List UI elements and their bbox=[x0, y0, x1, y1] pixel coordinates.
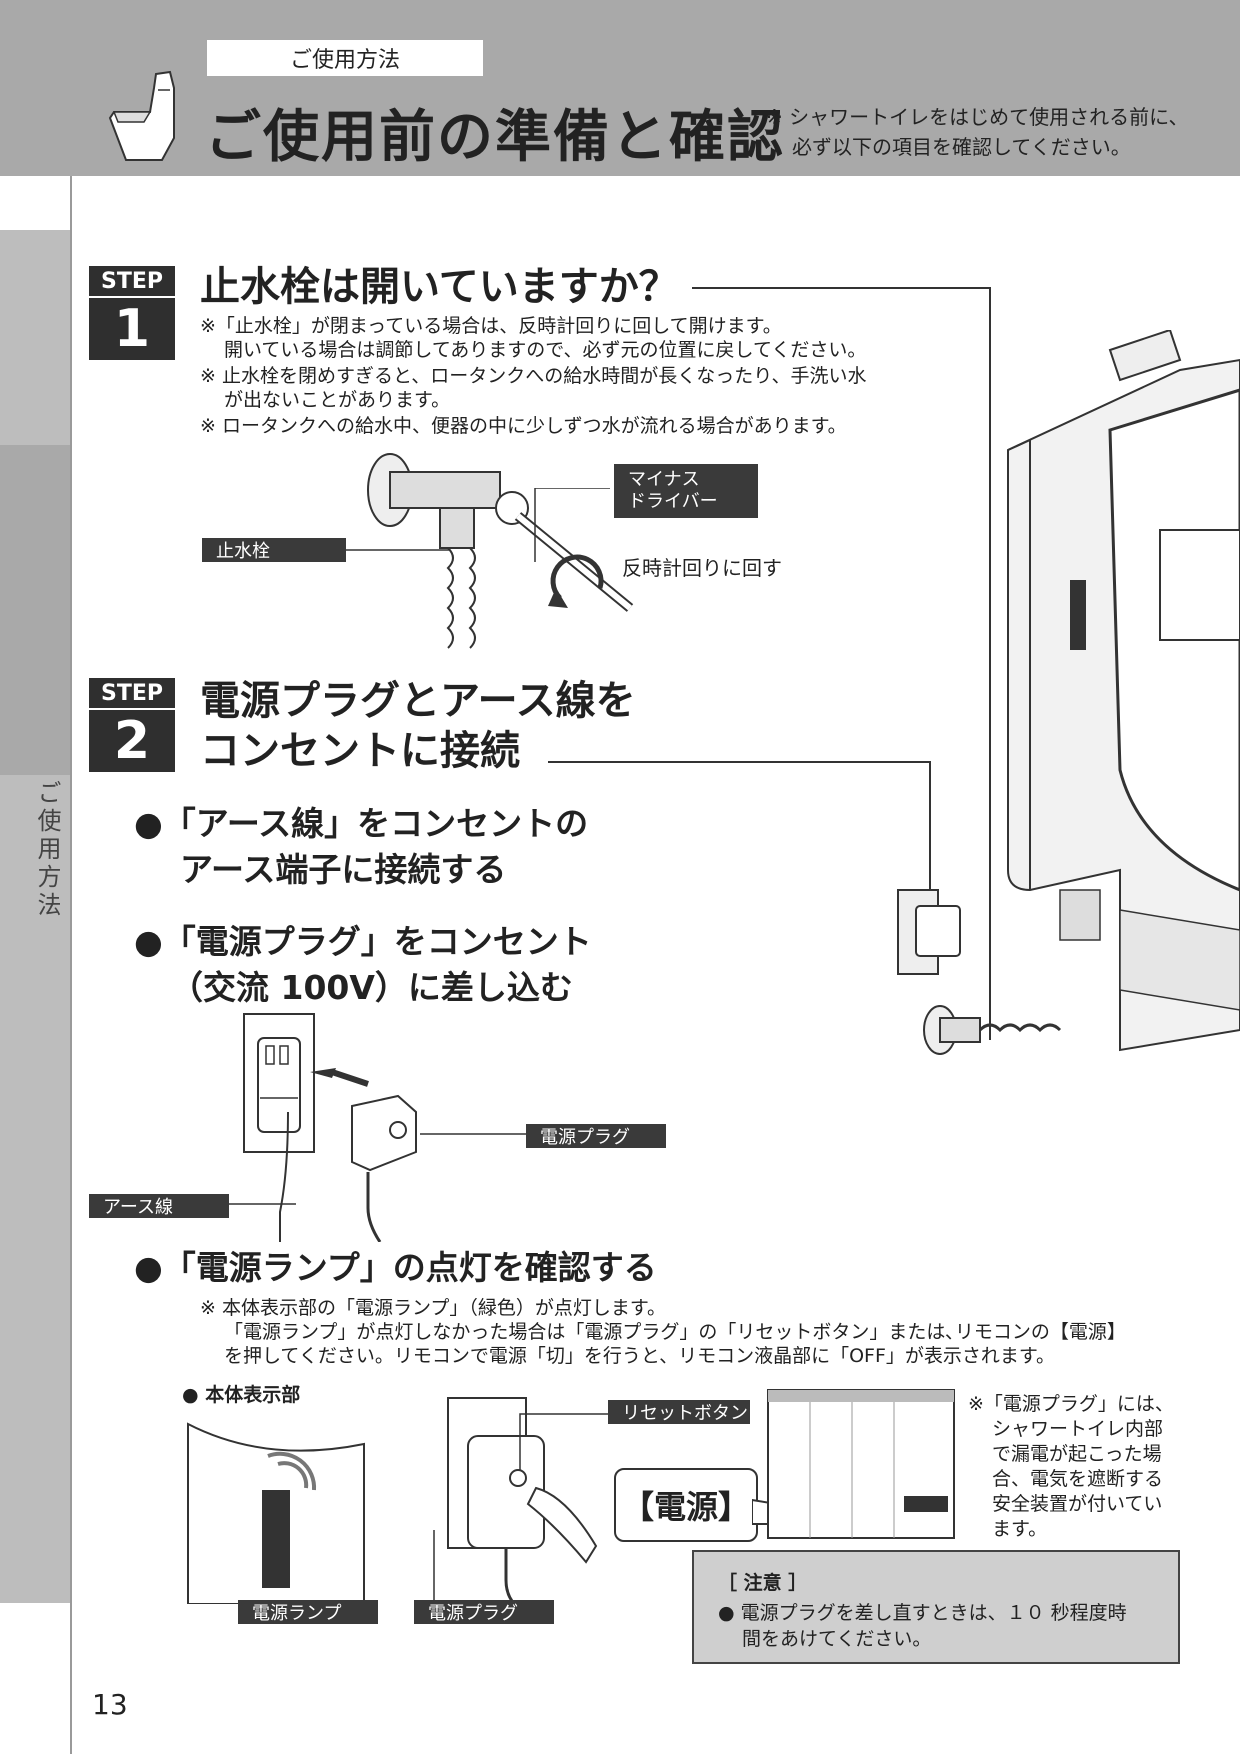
side-band-bottom bbox=[0, 775, 70, 1603]
plug-safety-note: ※「電源プラグ」には、 シャワートイレ内部 で漏電が起こった場 合、電気を遮断す… bbox=[968, 1392, 1174, 1542]
header-note-line2: 必ず以下の項目を確認してください。 bbox=[792, 135, 1131, 159]
bullet-earth-line2: アース端子に接続する bbox=[180, 850, 507, 889]
caution-line2: 間をあけてください。 bbox=[742, 1628, 932, 1650]
page-title: ご使用前の準備と確認 bbox=[205, 105, 785, 170]
valve-leaders bbox=[345, 488, 610, 562]
label-stop-valve: 止水栓 bbox=[202, 538, 346, 562]
step1-note-3: ※ 止水栓を閉めすぎると、ロータンクへの給水時間が長くなったり、手洗い水 bbox=[200, 365, 867, 387]
display-heading: ● 本体表示部 bbox=[182, 1384, 301, 1406]
caution-heading: ［ 注意 ］ bbox=[718, 1572, 808, 1594]
toilet-icon bbox=[108, 70, 175, 161]
bullet-plug-line2: （交流 100V）に差し込む bbox=[170, 968, 573, 1007]
step1-number: 1 bbox=[89, 298, 175, 360]
power-button-callout: 【電源】 bbox=[614, 1468, 758, 1542]
plug-leaders bbox=[228, 1133, 526, 1205]
step1-note-4: が出ないことがあります。 bbox=[224, 389, 451, 411]
page-number: 13 bbox=[92, 1688, 128, 1721]
label-power-plug: 電源プラグ bbox=[526, 1124, 666, 1148]
step2-note-2: 「電源ランプ」が点灯しなかった場合は「電源プラグ」の「リセットボタン」または､リ… bbox=[224, 1321, 1126, 1343]
side-band-mid bbox=[0, 445, 70, 775]
plug-safety-note-5: 安全装置が付いてい bbox=[992, 1493, 1163, 1515]
side-band-top bbox=[0, 230, 70, 445]
page-header bbox=[0, 0, 1240, 176]
label-screwdriver-line2: ドライバー bbox=[628, 491, 718, 512]
remote-control-illustration bbox=[767, 1389, 955, 1539]
step2-tag: STEP bbox=[89, 678, 175, 708]
step2-number: 2 bbox=[89, 710, 175, 772]
step1-note-2: 開いている場合は調節してありますので、必ず元の位置に戻してください。 bbox=[224, 339, 867, 361]
rotate-instruction: 反時計回りに回す bbox=[622, 556, 782, 580]
header-note: ※ シャワートイレをはじめて使用される前に、 必ず以下の項目を確認してください。 bbox=[766, 102, 1189, 162]
label-screwdriver-line1: マイナス bbox=[628, 469, 700, 490]
label-power-lamp: 電源ランプ bbox=[238, 1600, 378, 1624]
step2-note-1: ※ 本体表示部の「電源ランプ」（緑色）が点灯します。 bbox=[200, 1297, 666, 1319]
step2-note-3: を押してください。リモコンで電源「切」を行うと、リモコン液晶部に「OFF」が表示… bbox=[224, 1345, 1056, 1367]
step2-title-line2: コンセントに接続 bbox=[200, 728, 520, 774]
outlet-plug-illustration bbox=[243, 1013, 417, 1242]
step1-title: 止水栓は開いていますか？ bbox=[200, 264, 679, 310]
side-rule bbox=[70, 176, 72, 1754]
reset-leaders bbox=[433, 1413, 610, 1600]
step1-note-5: ※ ロータンクへの給水中、便器の中に少しずつ水が流れる場合があります。 bbox=[200, 415, 847, 437]
caution-box: ［ 注意 ］ ● 電源プラグを差し直すときは、１０ 秒程度時 間をあけてください… bbox=[692, 1550, 1180, 1664]
step2-title-line1: 電源プラグとアース線を bbox=[200, 678, 636, 724]
step1-note-1: ※「止水栓」が閉まっている場合は、反時計回りに回して開けます。 bbox=[200, 315, 782, 337]
bullet-plug-line1: ●「電源プラグ」をコンセント bbox=[134, 922, 592, 961]
plug-safety-note-4: 合、電気を遮断する bbox=[992, 1468, 1164, 1490]
step1-tag: STEP bbox=[89, 266, 175, 296]
outlet-hose-illustration bbox=[897, 889, 1062, 1055]
label-screwdriver: マイナス ドライバー bbox=[614, 464, 758, 518]
label-power-plug-2: 電源プラグ bbox=[414, 1600, 554, 1624]
plug-safety-note-1: ※「電源プラグ」には、 bbox=[968, 1393, 1174, 1415]
display-panel-illustration bbox=[187, 1422, 365, 1604]
toilet-illustration bbox=[1007, 330, 1240, 1052]
section-tab: ご使用方法 bbox=[207, 40, 483, 76]
plug-safety-note-6: ます。 bbox=[992, 1518, 1048, 1540]
bullet-earth-line1: ●「アース線」をコンセントの bbox=[134, 804, 589, 843]
plug-reset-illustration bbox=[447, 1397, 598, 1606]
label-earth-wire: アース線 bbox=[89, 1194, 229, 1218]
bullet-power-lamp: ●「電源ランプ」の点灯を確認する bbox=[134, 1248, 657, 1287]
label-reset-button: リセットボタン bbox=[608, 1400, 750, 1424]
plug-safety-note-2: シャワートイレ内部 bbox=[992, 1418, 1164, 1440]
caution-line1: ● 電源プラグを差し直すときは、１０ 秒程度時 bbox=[718, 1602, 1127, 1624]
stop-valve-illustration bbox=[367, 453, 634, 649]
side-section-label: ご使用方法 bbox=[33, 780, 61, 920]
plug-safety-note-3: で漏電が起こった場 bbox=[992, 1443, 1162, 1465]
header-note-line1: ※ シャワートイレをはじめて使用される前に、 bbox=[766, 105, 1189, 129]
